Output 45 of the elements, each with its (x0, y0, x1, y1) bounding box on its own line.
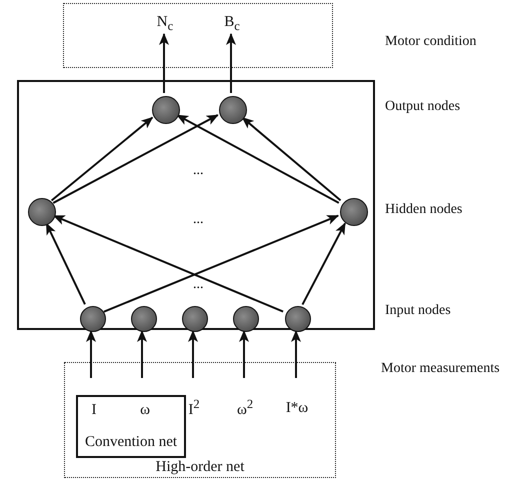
variable-label: B$_{c}$ (220, 13, 244, 35)
layer-caption: ... (193, 277, 204, 293)
subnet-box (76, 395, 186, 458)
box-label: Convention net (84, 434, 178, 450)
layer-caption: ... (193, 163, 204, 179)
arrow (242, 116, 342, 202)
neuron-node (80, 306, 106, 332)
neuron-node (28, 198, 56, 226)
neuron-node (182, 306, 208, 332)
layer-caption: ... (193, 212, 204, 228)
arrow (291, 330, 301, 378)
arrow (50, 116, 154, 202)
arrow (239, 330, 249, 378)
variable-label: I*ω (279, 399, 315, 417)
output-box (63, 3, 333, 68)
layer-caption: Motor condition (385, 34, 476, 50)
variable-label: I$^{2}$ (182, 399, 206, 417)
neuron-node (233, 306, 259, 332)
arrow (302, 222, 346, 306)
arrow (226, 33, 236, 93)
variable-label: ω$^{2}$ (233, 399, 257, 417)
arrow (52, 114, 219, 204)
variable-label: I (84, 401, 104, 419)
neuron-node (131, 306, 157, 332)
arrow (104, 214, 340, 313)
arrow (176, 114, 340, 204)
arrow (188, 330, 198, 378)
network-box (17, 80, 375, 330)
neuron-node (340, 198, 368, 226)
layer-caption: Output nodes (385, 99, 460, 115)
arrow (86, 330, 96, 378)
layer-caption: Motor measurements (381, 361, 500, 377)
variable-label: N$_{c}$ (153, 13, 177, 35)
neuron-node (219, 96, 247, 124)
arrow (46, 222, 86, 305)
neuron-node (152, 96, 180, 124)
neuron-node (285, 306, 311, 332)
variable-label: ω (135, 401, 155, 419)
layer-caption: Hidden nodes (385, 202, 462, 218)
box-label: High-order net (156, 458, 244, 475)
layer-caption: Input nodes (385, 303, 451, 319)
arrow (52, 214, 284, 313)
input-box (64, 362, 336, 478)
arrow (159, 33, 169, 93)
arrow (137, 330, 147, 378)
